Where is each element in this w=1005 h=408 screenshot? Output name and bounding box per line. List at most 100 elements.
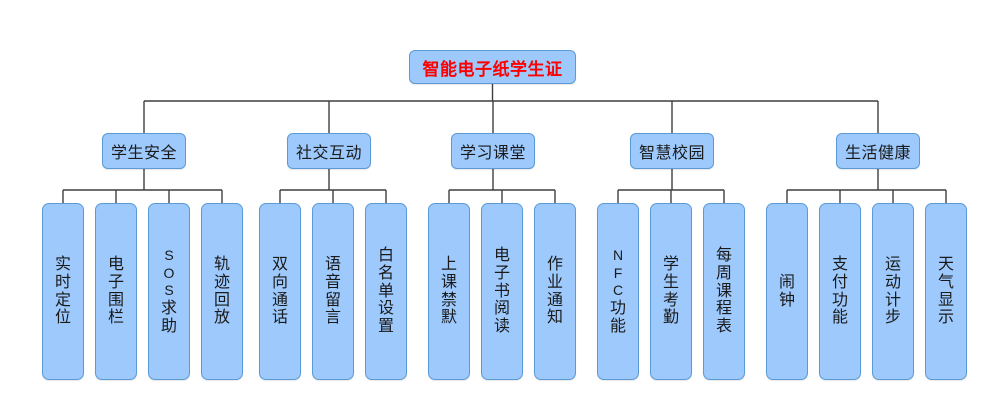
leaf-label-char: 通 xyxy=(546,291,563,309)
leaf-node-3-1[interactable]: 学生考勤 xyxy=(650,203,692,380)
leaf-node-label: 语音留言 xyxy=(313,204,353,379)
leaf-label-char: 功 xyxy=(831,291,848,309)
leaf-label-char: 运 xyxy=(884,255,901,273)
leaf-label-char: 表 xyxy=(715,318,732,336)
leaf-label-char: 子 xyxy=(493,264,510,282)
leaf-label-char: 通 xyxy=(271,291,288,309)
leaf-node-label: 每周课程表 xyxy=(704,204,744,379)
leaf-label-char: 课 xyxy=(715,282,732,300)
leaf-label-char: 禁 xyxy=(440,291,457,309)
leaf-node-label: 闹钟 xyxy=(767,204,807,379)
leaf-label-char: 生 xyxy=(662,273,679,291)
branch-node-1[interactable]: 社交互动 xyxy=(287,133,371,169)
branch-node-0[interactable]: 学生安全 xyxy=(102,133,186,169)
leaf-node-1-2[interactable]: 白名单设置 xyxy=(365,203,407,380)
leaf-label-char: 作 xyxy=(546,255,563,273)
leaf-label-char: 勤 xyxy=(662,309,679,327)
leaf-label-char: 课 xyxy=(440,273,457,291)
leaf-node-label: 电子书阅读 xyxy=(482,204,522,379)
leaf-label-char: 电 xyxy=(493,246,510,264)
leaf-node-label: 实时定位 xyxy=(43,204,83,379)
leaf-label-char: 周 xyxy=(715,264,732,282)
leaf-label-char: S xyxy=(164,282,174,299)
leaf-node-label: 学生考勤 xyxy=(651,204,691,379)
leaf-node-4-0[interactable]: 闹钟 xyxy=(766,203,808,380)
leaf-label-char: 能 xyxy=(609,317,626,335)
leaf-label-char: 读 xyxy=(493,318,510,336)
leaf-label-char: 设 xyxy=(377,300,394,318)
leaf-label-char: 留 xyxy=(324,291,341,309)
leaf-node-label: 运动计步 xyxy=(873,204,913,379)
leaf-node-3-2[interactable]: 每周课程表 xyxy=(703,203,745,380)
branch-node-label: 智慧校园 xyxy=(638,145,705,162)
leaf-node-2-1[interactable]: 电子书阅读 xyxy=(481,203,523,380)
root-node[interactable]: 智能电子纸学生证 xyxy=(409,50,576,84)
leaf-label-char: 闹 xyxy=(778,273,795,291)
leaf-label-char: F xyxy=(613,264,623,281)
leaf-label-char: C xyxy=(612,282,624,299)
leaf-label-char: 支 xyxy=(831,255,848,273)
leaf-node-4-1[interactable]: 支付功能 xyxy=(819,203,861,380)
leaf-label-char: 天 xyxy=(937,255,954,273)
leaf-label-char: 言 xyxy=(324,309,341,327)
leaf-node-label: 支付功能 xyxy=(820,204,860,379)
leaf-label-char: 能 xyxy=(831,309,848,327)
leaf-node-label: 上课禁默 xyxy=(429,204,469,379)
leaf-label-char: 示 xyxy=(937,309,954,327)
leaf-label-char: 助 xyxy=(160,317,177,335)
leaf-label-char: 阅 xyxy=(493,300,510,318)
leaf-label-char: 单 xyxy=(377,282,394,300)
leaf-label-char: 白 xyxy=(377,246,394,264)
leaf-label-char: 学 xyxy=(662,255,679,273)
branch-node-3[interactable]: 智慧校园 xyxy=(630,133,714,169)
leaf-label-char: 向 xyxy=(271,273,288,291)
leaf-label-char: 回 xyxy=(213,291,230,309)
leaf-label-char: 求 xyxy=(160,300,177,318)
leaf-label-char: 上 xyxy=(440,255,457,273)
branch-node-label: 学生安全 xyxy=(110,145,177,162)
leaf-node-4-3[interactable]: 天气显示 xyxy=(925,203,967,380)
leaf-label-char: 计 xyxy=(884,291,901,309)
leaf-label-char: 默 xyxy=(440,309,457,327)
leaf-label-char: 置 xyxy=(377,318,394,336)
leaf-label-char: 动 xyxy=(884,273,901,291)
leaf-node-2-2[interactable]: 作业通知 xyxy=(534,203,576,380)
leaf-label-char: 音 xyxy=(324,273,341,291)
leaf-node-label: 天气显示 xyxy=(926,204,966,379)
leaf-label-char: 子 xyxy=(107,273,124,291)
branch-node-label: 生活健康 xyxy=(844,145,911,162)
leaf-node-label: 作业通知 xyxy=(535,204,575,379)
leaf-node-1-0[interactable]: 双向通话 xyxy=(259,203,301,380)
branch-node-2[interactable]: 学习课堂 xyxy=(451,133,535,169)
leaf-node-0-3[interactable]: 轨迹回放 xyxy=(201,203,243,380)
leaf-label-char: 时 xyxy=(54,273,71,291)
leaf-label-char: 每 xyxy=(715,246,732,264)
branch-node-4[interactable]: 生活健康 xyxy=(836,133,920,169)
leaf-label-char: 栏 xyxy=(107,309,124,327)
leaf-node-4-2[interactable]: 运动计步 xyxy=(872,203,914,380)
leaf-node-label: 双向通话 xyxy=(260,204,300,379)
leaf-label-char: S xyxy=(164,247,174,264)
leaf-label-char: 钟 xyxy=(778,291,795,309)
leaf-label-char: 考 xyxy=(662,291,679,309)
leaf-node-1-1[interactable]: 语音留言 xyxy=(312,203,354,380)
leaf-label-char: 气 xyxy=(937,273,954,291)
root-node-label: 智能电子纸学生证 xyxy=(422,59,563,79)
leaf-label-char: 名 xyxy=(377,264,394,282)
leaf-label-char: 显 xyxy=(937,291,954,309)
leaf-label-char: 知 xyxy=(546,309,563,327)
leaf-label-char: 双 xyxy=(271,255,288,273)
leaf-node-0-1[interactable]: 电子围栏 xyxy=(95,203,137,380)
leaf-label-char: 付 xyxy=(831,273,848,291)
leaf-label-char: 实 xyxy=(54,255,71,273)
leaf-label-char: 电 xyxy=(107,255,124,273)
leaf-node-0-0[interactable]: 实时定位 xyxy=(42,203,84,380)
branch-node-label: 社交互动 xyxy=(295,145,362,162)
leaf-node-label: 轨迹回放 xyxy=(202,204,242,379)
leaf-node-2-0[interactable]: 上课禁默 xyxy=(428,203,470,380)
